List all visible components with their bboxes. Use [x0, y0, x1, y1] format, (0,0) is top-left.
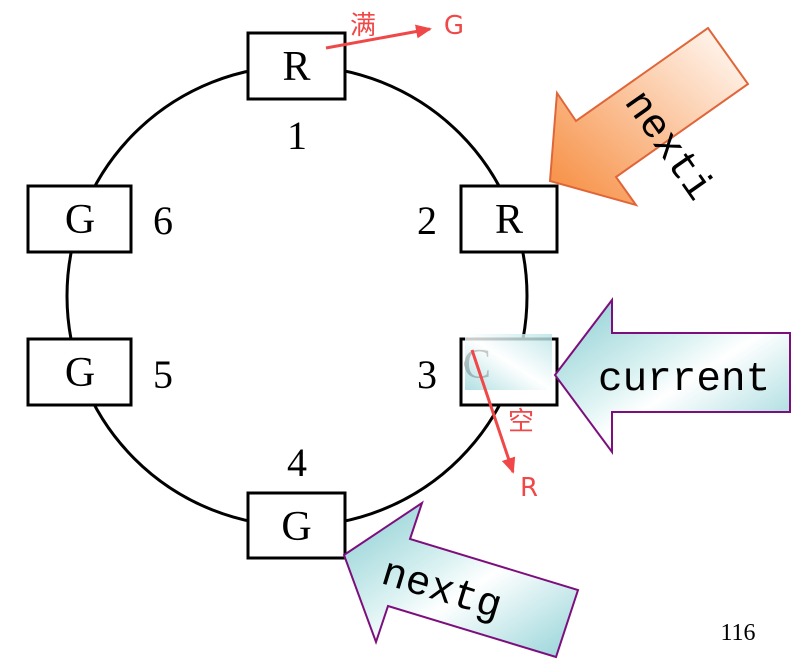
empty-transition-arrow — [470, 349, 516, 474]
node-1: R — [246, 31, 347, 101]
node-4-label: G — [281, 504, 311, 550]
node-3-highlight-overlay — [465, 334, 552, 390]
node-1-label: R — [282, 44, 310, 90]
node-3: C — [459, 334, 559, 407]
node-5-label: G — [65, 350, 95, 396]
current-pointer-label: current — [598, 357, 770, 403]
full-annotation-label: 满 — [350, 11, 376, 41]
node-6-number: 6 — [153, 198, 173, 243]
node-6: G — [26, 184, 133, 254]
node-2-box — [459, 184, 559, 254]
node-5-number: 5 — [153, 352, 173, 397]
empty-annotation-target: R — [520, 473, 538, 503]
node-1-box — [246, 31, 347, 101]
node-1-number: 1 — [287, 113, 307, 158]
nextg-arrow-shape — [342, 500, 580, 659]
node-6-label: G — [65, 197, 95, 243]
nexti-arrow-shape — [548, 26, 750, 207]
empty-annotation-label: 空 — [508, 407, 534, 437]
current-arrow-shape — [553, 297, 791, 456]
node-2: R — [459, 184, 559, 254]
node-5: G — [26, 337, 133, 407]
node-6-box — [26, 184, 133, 254]
node-3-number: 3 — [417, 352, 437, 397]
full-annotation-target: G — [444, 11, 464, 41]
node-5-box — [26, 337, 133, 407]
current-pointer: current — [553, 297, 791, 456]
full-transition-arrow — [325, 24, 432, 50]
node-2-label: R — [495, 197, 523, 243]
nexti-pointer: nexti — [548, 26, 750, 210]
page-number: 116 — [720, 620, 755, 646]
node-2-number: 2 — [417, 198, 437, 243]
node-4-number: 4 — [287, 440, 307, 485]
node-4-box — [246, 491, 347, 560]
node-4: G — [246, 491, 347, 560]
nextg-pointer: nextg — [342, 500, 580, 659]
